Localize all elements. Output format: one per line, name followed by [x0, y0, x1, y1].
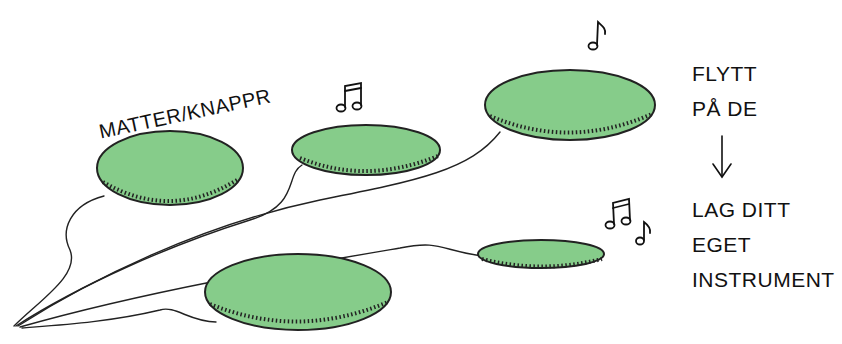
note-text: LAG DITT EGET INSTRUMENT [692, 192, 835, 297]
note-text: FLYTT PÅ DE [692, 56, 777, 126]
mat-button-pad: MATTER/KNAPPR [88, 88, 280, 212]
music-notes [337, 22, 651, 245]
down-arrow [713, 136, 731, 177]
mat-pads [205, 70, 655, 330]
